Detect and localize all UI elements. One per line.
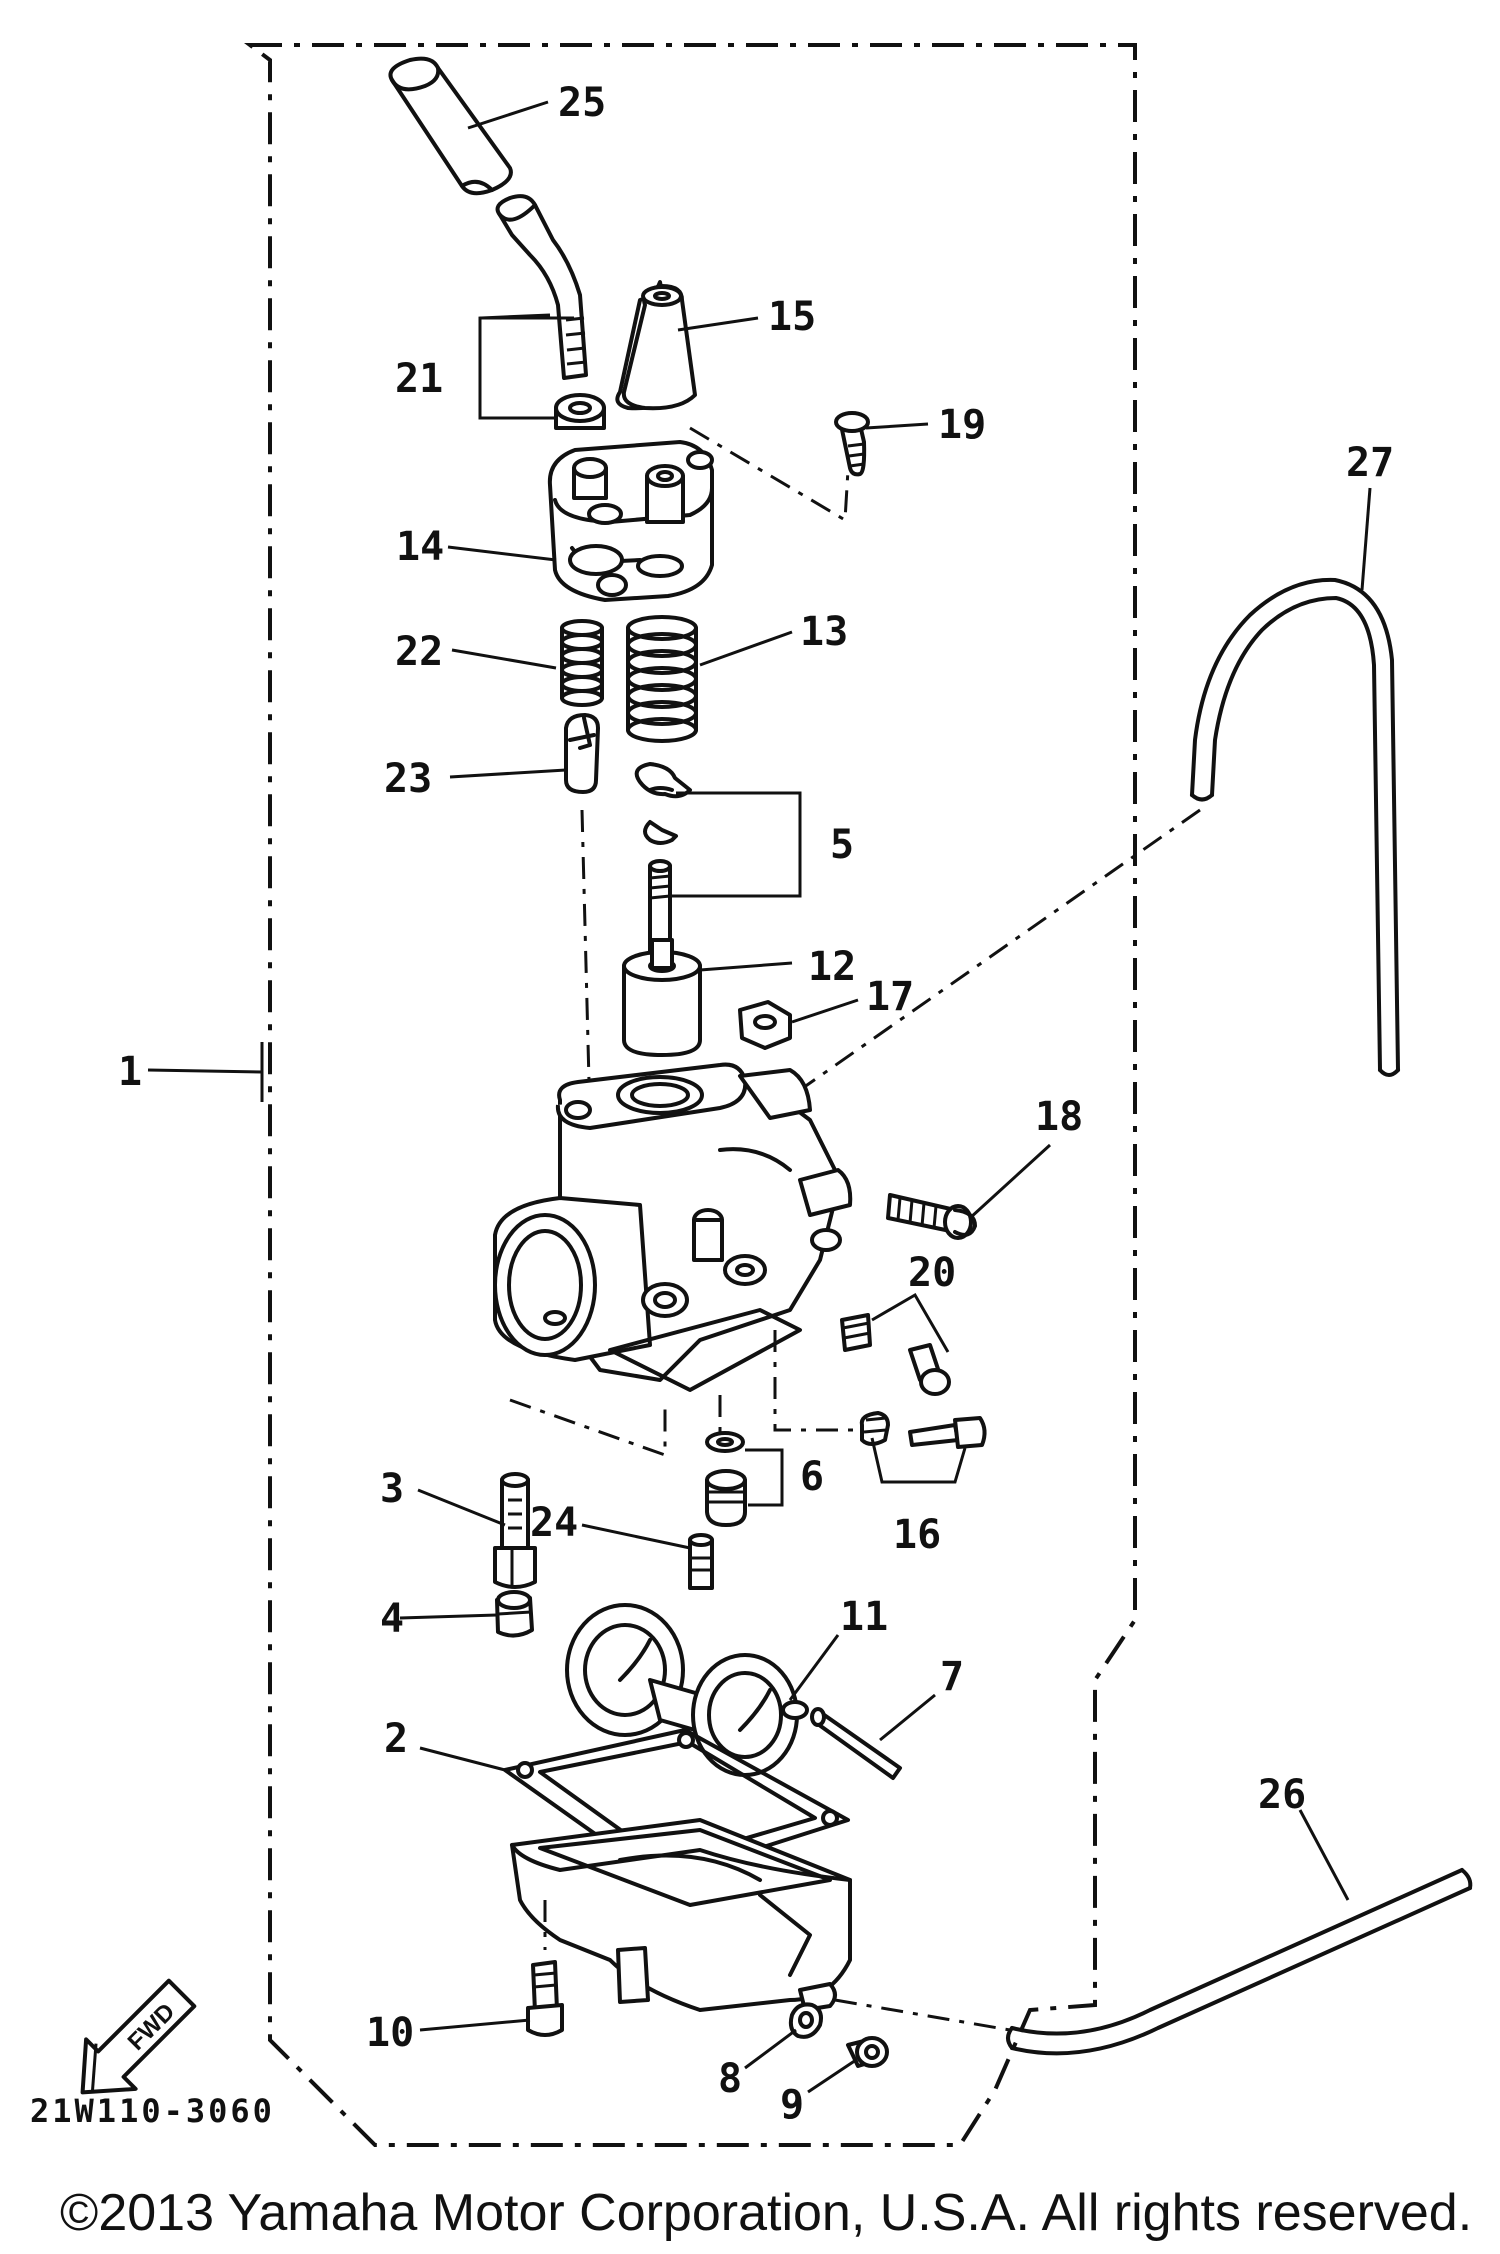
callout-6: 6 [800,1454,824,1500]
ref-line-body-bottom [509,1398,667,1458]
part-14-top-cap [547,440,714,602]
part-23-plunger [564,713,600,794]
callout-2: 2 [384,1716,408,1762]
part-11-float [565,1603,809,1777]
part-1-carburetor-body [493,1062,853,1392]
callouts: 25 15 21 19 27 14 22 13 23 5 12 17 1 18 … [118,80,1394,2128]
leader-lines [147,100,1372,2094]
part-10-bowl-screw [526,1960,564,2037]
callout-17: 17 [866,974,914,1020]
part-20-air-screw [840,1313,951,1396]
callout-27: 27 [1346,440,1394,486]
callout-8: 8 [718,2056,742,2102]
callout-1: 1 [118,1049,142,1095]
part-25-cap [388,56,513,196]
part-15-rubber-cover [615,280,697,411]
callout-26: 26 [1258,1772,1306,1818]
part-12-throttle-valve [622,938,702,1057]
part-13-spring [626,615,698,743]
callout-23: 23 [384,756,432,802]
callout-21: 21 [395,356,443,402]
diagram-code: 21W110-3060 [30,2092,275,2130]
callout-13: 13 [800,609,848,655]
ref-line-body-16 [773,1330,860,1432]
callout-14: 14 [396,524,444,570]
part-7-float-pin [810,1707,902,1780]
part-22-spring [560,619,604,707]
callout-25: 25 [558,80,606,126]
ref-line-19 [689,426,850,523]
part-21-pipe [495,194,606,430]
ref-line-27 [699,808,1201,1162]
part-27-vent-tube [1190,577,1400,1077]
part-3-needle-jet [493,1472,537,1589]
part-6-jet [705,1431,747,1527]
callout-9: 9 [780,2082,804,2128]
callout-12: 12 [808,944,856,990]
part-17-nut [738,1000,792,1050]
part-9-drain-screw [846,2036,889,2068]
callout-19: 19 [938,402,986,448]
callout-16: 16 [893,1512,941,1558]
callout-20: 20 [908,1250,956,1296]
callout-11: 11 [840,1594,888,1640]
callout-7: 7 [940,1654,964,1700]
callout-4: 4 [380,1596,404,1642]
callout-22: 22 [395,629,443,675]
callout-10: 10 [366,2010,414,2056]
callout-3: 3 [380,1466,404,1512]
part-26-overflow-tube [1006,1868,1473,2056]
ref-line-23 [580,809,592,1121]
part-16-idle-screw [859,1411,987,1449]
part-24-pilot-jet [688,1533,714,1590]
fwd-arrow-icon: FWD [80,1978,197,2095]
copyright-notice: ©2013 Yamaha Motor Corporation, U.S.A. A… [60,2184,1472,2242]
callout-18: 18 [1035,1094,1083,1140]
part-4-main-jet [495,1590,534,1638]
part-float-bowl [510,1818,852,2012]
ref-line-26 [834,1998,1011,2032]
callout-5: 5 [830,822,854,868]
part-19-screw [834,411,870,477]
callout-15: 15 [768,294,816,340]
callout-24: 24 [530,1500,578,1546]
part-18-stop-screw [886,1193,977,1240]
assembly-boundary [244,43,1137,2147]
